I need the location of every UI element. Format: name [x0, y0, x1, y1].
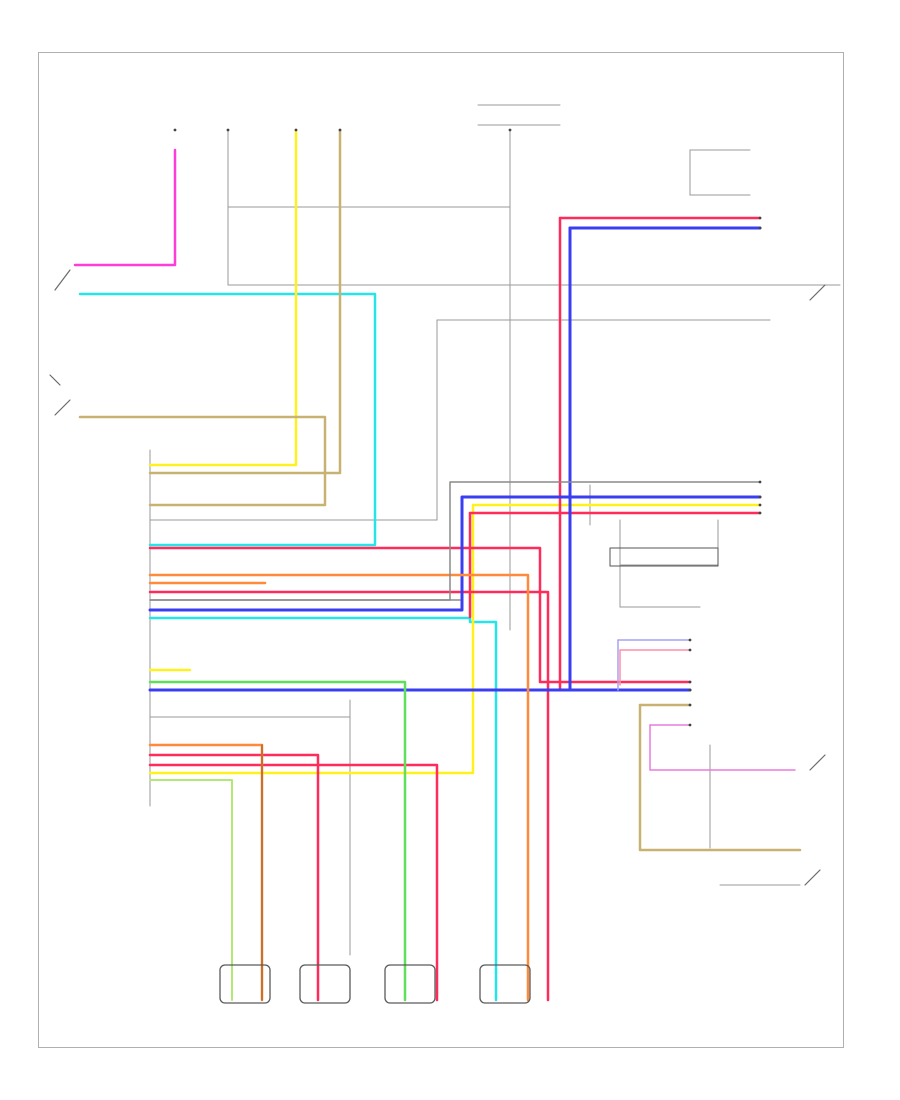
sensor-group	[219, 964, 531, 1004]
orange-wire	[148, 573, 530, 1002]
yellow-wire	[148, 128, 762, 775]
left-switches	[49, 269, 826, 886]
light-red-wire	[619, 649, 691, 686]
gray-bundle-wire	[149, 481, 761, 601]
green-wire	[148, 680, 407, 1002]
diagram-frame	[38, 52, 844, 1048]
pink-wire	[73, 148, 177, 267]
light-green-wire	[149, 779, 233, 1001]
magenta-wire	[649, 724, 796, 771]
tan-wire	[78, 128, 802, 852]
violet-wire	[617, 639, 691, 691]
red-wire	[148, 216, 762, 1002]
gray-wires	[149, 104, 841, 956]
cyan-wire	[78, 292, 498, 1002]
junction-box	[609, 547, 719, 567]
connector-dots	[173, 128, 762, 727]
blue-wire	[148, 226, 762, 692]
